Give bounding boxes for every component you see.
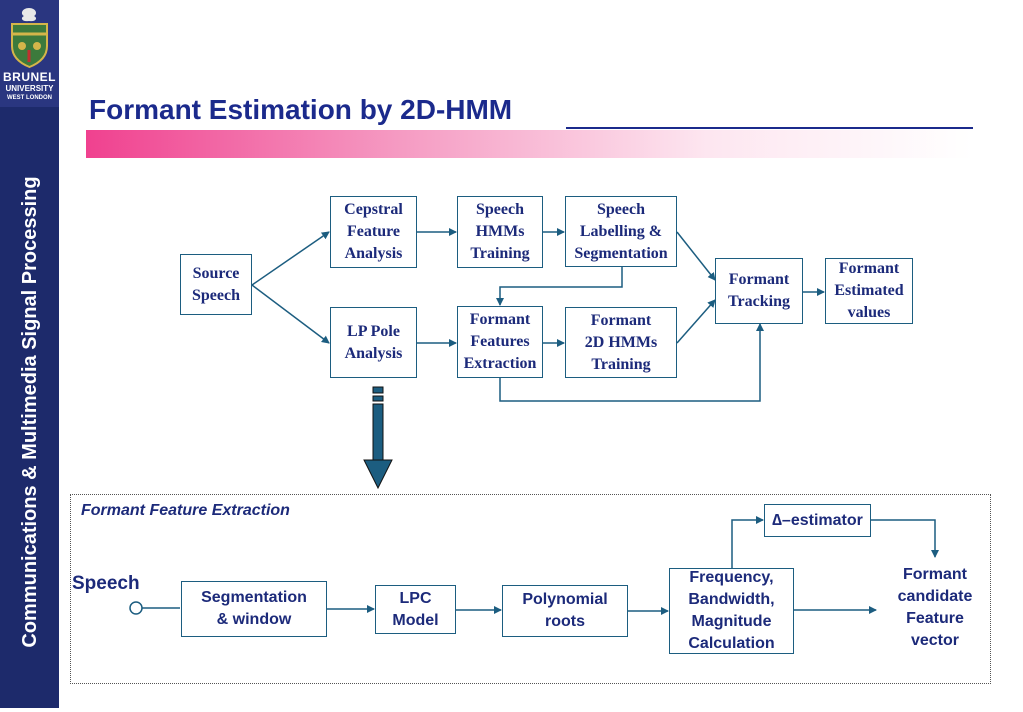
box-lp-pole-analysis: LP Pole Analysis [330,307,417,378]
down-arrow-icon [363,386,393,490]
box-segmentation-window: Segmentation & window [181,581,327,637]
section-title: Formant Feature Extraction [81,502,290,519]
arrow-labelling-to-tracking [676,231,716,281]
arrow-labelling-to-features [496,266,623,306]
speech-label: Speech [72,573,140,594]
box-formant-tracking: Formant Tracking [715,258,803,324]
box-frequency-bandwidth-magnitude: Frequency, Bandwidth, Magnitude Calculat… [669,568,794,654]
feature-extraction-panel [70,494,991,684]
title-underline [566,127,973,129]
box-source-speech: Source Speech [180,254,252,315]
output-feature-vector: Formant candidate Feature vector [897,566,973,649]
arrow-2dhmm-to-tracking [676,299,716,344]
box-cepstral-feature-analysis: Cepstral Feature Analysis [330,196,417,268]
box-formant-features-extraction: Formant Features Extraction [457,306,543,378]
arrow-frequency-to-delta [731,516,764,568]
box-lpc-model: LPC Model [375,585,456,634]
logo-location: WEST LONDON [7,95,52,101]
box-speech-labelling-segmentation: Speech Labelling & Segmentation [565,196,677,267]
box-speech-hmms-training: Speech HMMs Training [457,196,543,268]
box-formant-estimated-values: Formant Estimated values [825,258,913,324]
slide-title: Formant Estimation by 2D-HMM [89,94,513,125]
brunel-logo: BRUNEL UNIVERSITY WEST LONDON [0,0,59,107]
crest-icon [11,8,48,68]
logo-university: UNIVERSITY [5,84,54,93]
speech-input-node [129,601,143,615]
logo-name: BRUNEL [3,70,56,84]
arrow-source-to-cepstral [251,231,330,286]
arrow-source-to-lppole [251,284,330,344]
box-delta-estimator: ∆–estimator [764,504,871,537]
arrow-delta-to-output [871,519,939,558]
arrow-features-to-tracking [499,323,764,402]
sidebar: BRUNEL UNIVERSITY WEST LONDON Communicat… [0,0,59,708]
box-formant-2d-hmms-training: Formant 2D HMMs Training [565,307,677,378]
gradient-banner [86,130,973,158]
box-polynomial-roots: Polynomial roots [502,585,628,637]
